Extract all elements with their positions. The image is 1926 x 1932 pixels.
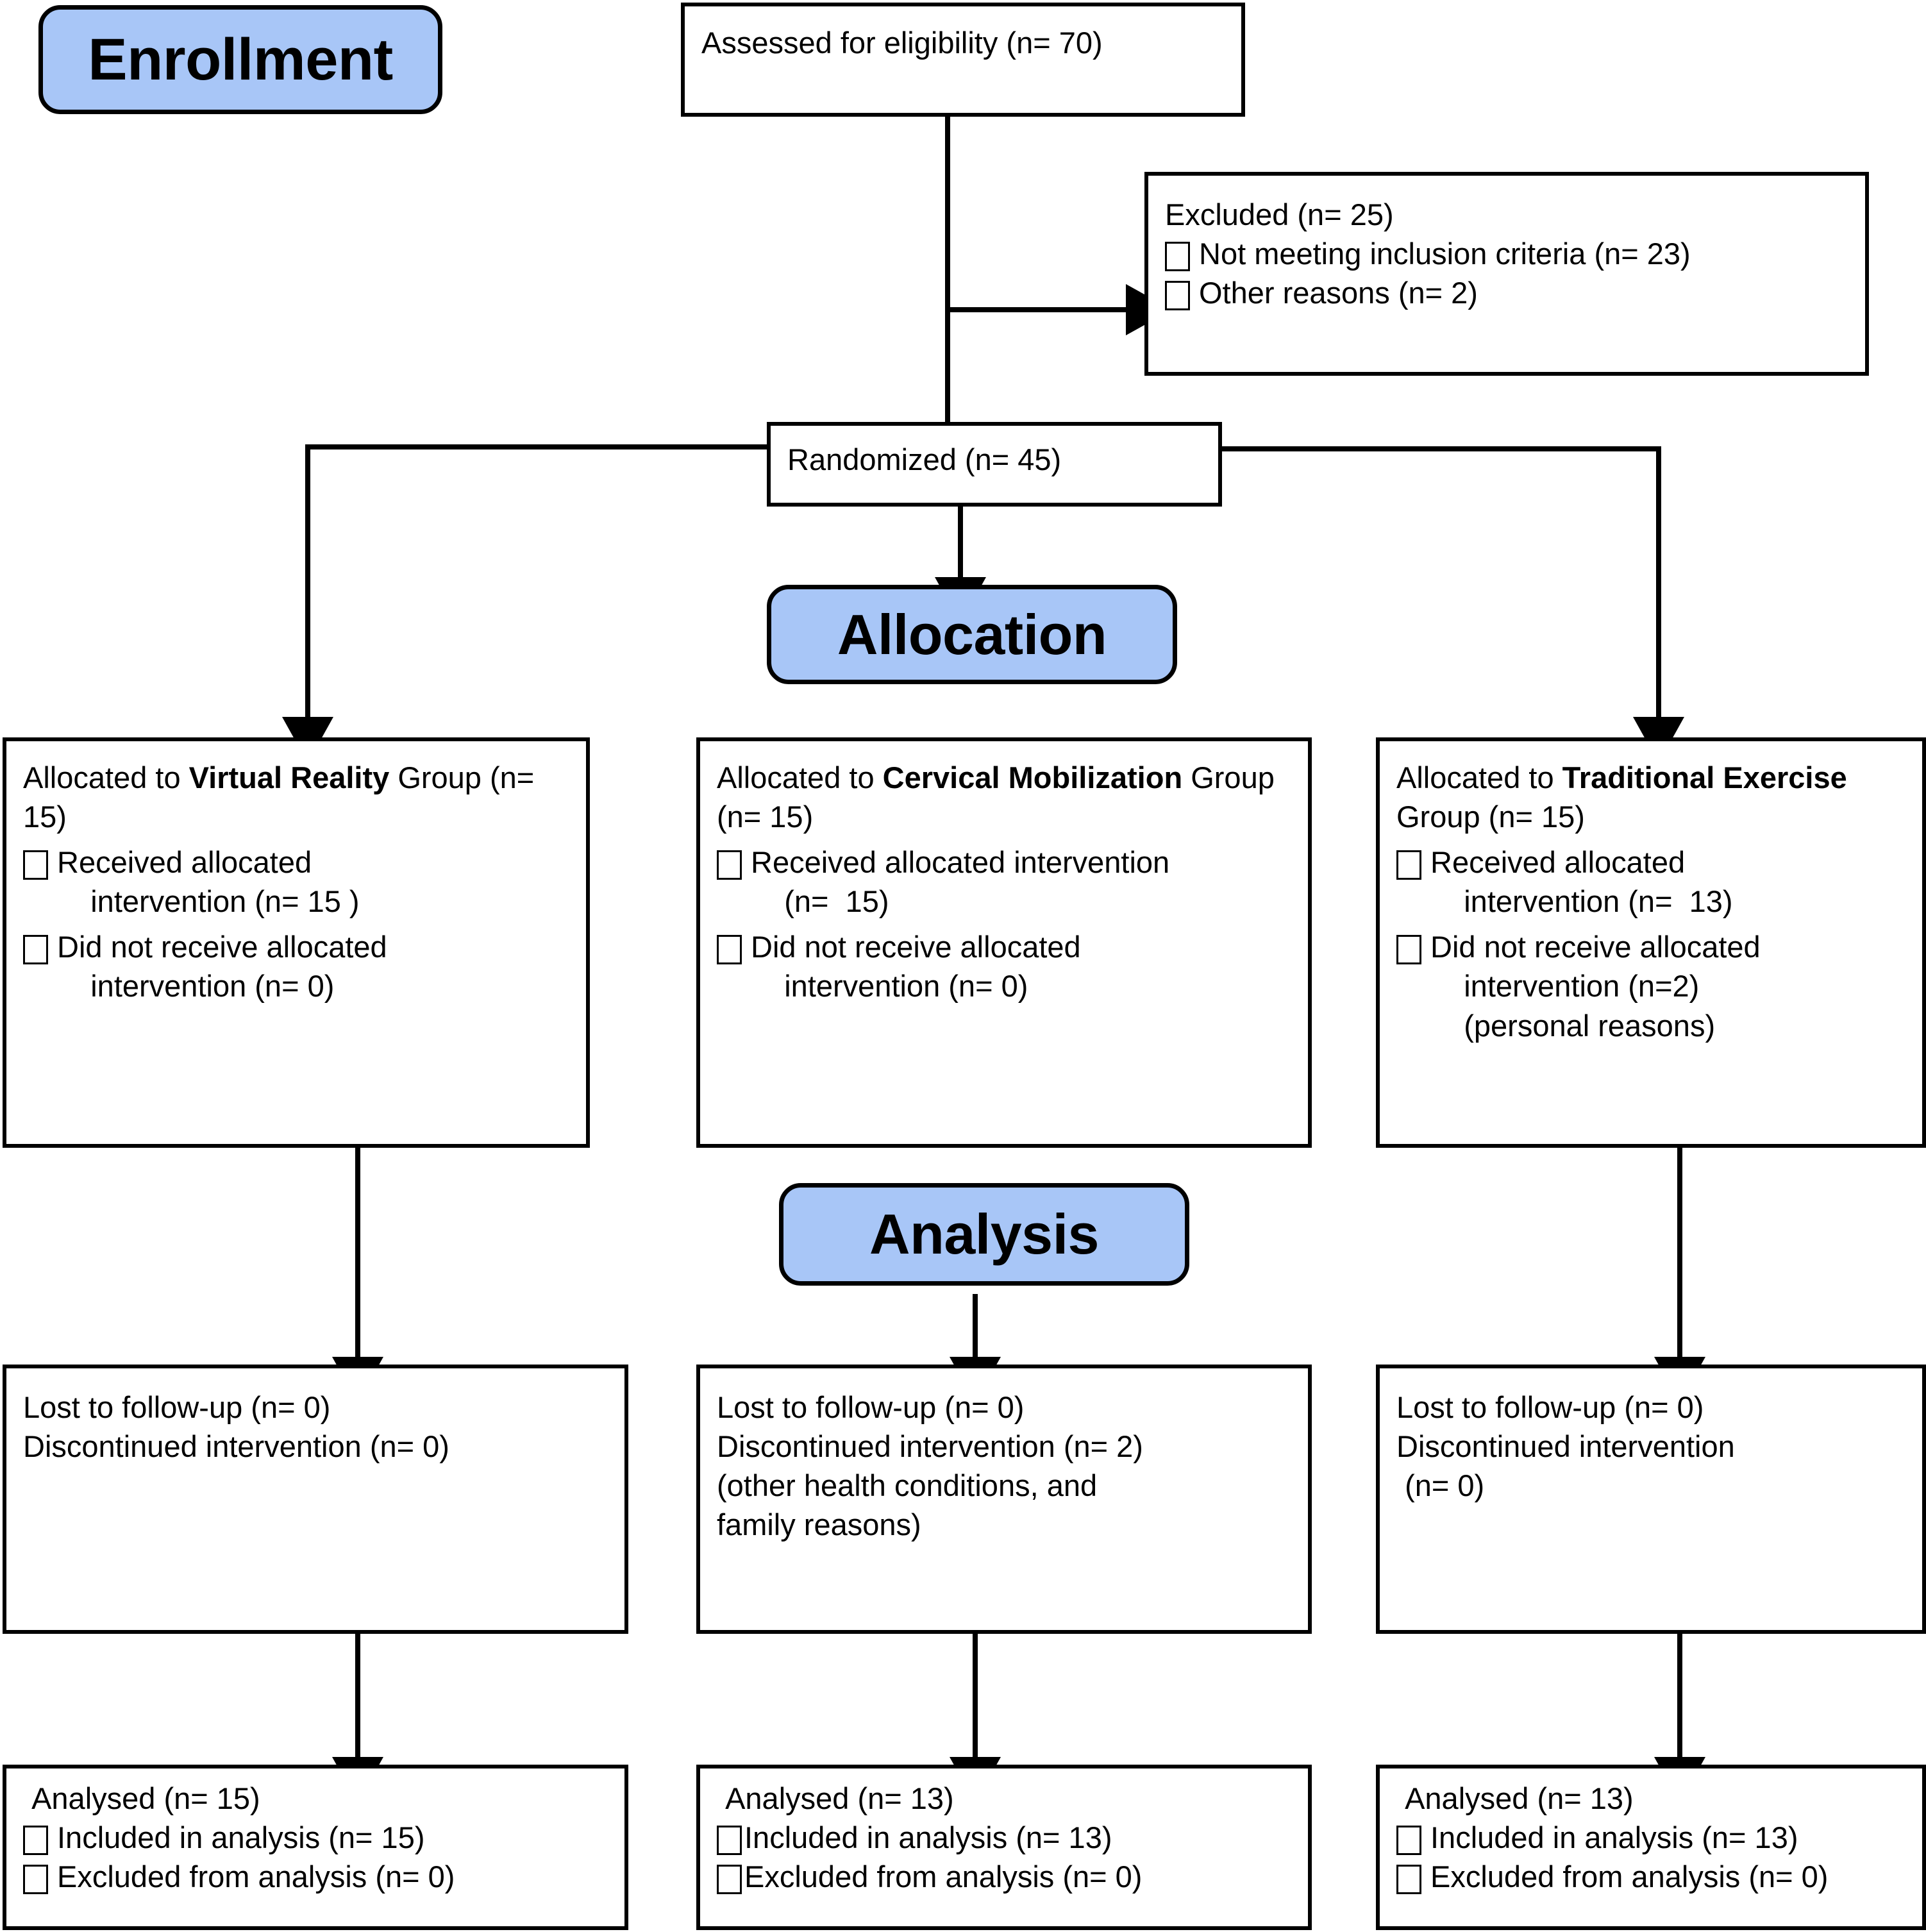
stage-label-analysis-text: Analysis — [869, 1202, 1099, 1266]
node-allocation-traditional-exercise: Allocated to Traditional Exercise Group … — [1376, 737, 1926, 1148]
checkbox-icon — [717, 1865, 742, 1895]
analysed-2-item-1: Excluded from analysis (n= 0) — [1396, 1857, 1905, 1896]
checkbox-icon — [23, 1826, 48, 1856]
allocation-group-2: Allocated to Traditional Exercise Group … — [1396, 760, 1855, 834]
stage-label-analysis: Analysis — [779, 1183, 1189, 1286]
followup-2-text: Lost to follow-up (n= 0) Discontinued in… — [1396, 1390, 1735, 1503]
node-allocation-cervical-mobilization: Allocated to Cervical Mobilization Group… — [696, 737, 1312, 1148]
checkbox-icon — [1396, 935, 1421, 965]
checkbox-icon — [23, 850, 48, 880]
node-analysed-cervical-mobilization: Analysed (n= 13) Included in analysis (n… — [696, 1765, 1312, 1930]
node-allocation-virtual-reality: Allocated to Virtual Reality Group (n= 1… — [3, 737, 590, 1148]
allocation-2-item-1: Did not receive allocated intervention (… — [1396, 927, 1905, 1045]
checkbox-icon — [1396, 1826, 1421, 1856]
node-excluded: Excluded (n= 25) Not meeting inclusion c… — [1144, 172, 1869, 376]
assessed-text: Assessed for eligibility (n= 70) — [701, 26, 1103, 60]
stage-label-enrollment-text: Enrollment — [88, 26, 393, 92]
analysed-1-item-1: Excluded from analysis (n= 0) — [717, 1857, 1291, 1896]
analysed-1-item-0: Included in analysis (n= 13) — [717, 1818, 1291, 1857]
allocation-0-item-0: Received allocated intervention (n= 15 ) — [23, 843, 569, 921]
followup-0-text: Lost to follow-up (n= 0) Discontinued in… — [23, 1390, 449, 1464]
checkbox-icon — [23, 1865, 48, 1895]
analysed-0-item-1: Excluded from analysis (n= 0) — [23, 1857, 608, 1896]
analysed-1-heading: Analysed (n= 13) — [717, 1781, 954, 1815]
followup-1-text: Lost to follow-up (n= 0) Discontinued in… — [717, 1390, 1143, 1542]
node-assessed-for-eligibility: Assessed for eligibility (n= 70) — [681, 3, 1245, 117]
allocation-1-item-0: Received allocated intervention (n= 15) — [717, 843, 1291, 921]
checkbox-icon — [1165, 281, 1190, 311]
analysed-2-item-0: Included in analysis (n= 13) — [1396, 1818, 1905, 1857]
excluded-title: Excluded (n= 25) — [1165, 197, 1394, 231]
allocation-1-item-1: Did not receive allocated intervention (… — [717, 927, 1291, 1005]
analysed-0-heading: Analysed (n= 15) — [23, 1781, 260, 1815]
checkbox-icon — [1396, 1865, 1421, 1895]
checkbox-icon — [23, 935, 48, 965]
node-randomized: Randomized (n= 45) — [767, 422, 1222, 507]
node-followup-virtual-reality: Lost to follow-up (n= 0) Discontinued in… — [3, 1365, 628, 1634]
excluded-item-1: Other reasons (n= 2) — [1165, 273, 1848, 312]
stage-label-enrollment: Enrollment — [38, 5, 442, 114]
node-followup-cervical-mobilization: Lost to follow-up (n= 0) Discontinued in… — [696, 1365, 1312, 1634]
checkbox-icon — [1165, 242, 1190, 272]
excluded-item-0: Not meeting inclusion criteria (n= 23) — [1165, 234, 1848, 273]
stage-label-allocation: Allocation — [767, 585, 1177, 684]
randomized-text: Randomized (n= 45) — [787, 442, 1062, 476]
checkbox-icon — [1396, 850, 1421, 880]
checkbox-icon — [717, 1826, 742, 1856]
allocation-2-item-0: Received allocated intervention (n= 13) — [1396, 843, 1905, 921]
allocation-group-1: Allocated to Cervical Mobilization Group… — [717, 760, 1283, 834]
allocation-group-0: Allocated to Virtual Reality Group (n= 1… — [23, 760, 543, 834]
analysed-0-item-0: Included in analysis (n= 15) — [23, 1818, 608, 1857]
node-followup-traditional-exercise: Lost to follow-up (n= 0) Discontinued in… — [1376, 1365, 1926, 1634]
checkbox-icon — [717, 850, 742, 880]
allocation-0-item-1: Did not receive allocated intervention (… — [23, 927, 569, 1005]
node-analysed-traditional-exercise: Analysed (n= 13) Included in analysis (n… — [1376, 1765, 1926, 1930]
checkbox-icon — [717, 935, 742, 965]
analysed-2-heading: Analysed (n= 13) — [1396, 1781, 1634, 1815]
node-analysed-virtual-reality: Analysed (n= 15) Included in analysis (n… — [3, 1765, 628, 1930]
stage-label-allocation-text: Allocation — [837, 602, 1107, 666]
